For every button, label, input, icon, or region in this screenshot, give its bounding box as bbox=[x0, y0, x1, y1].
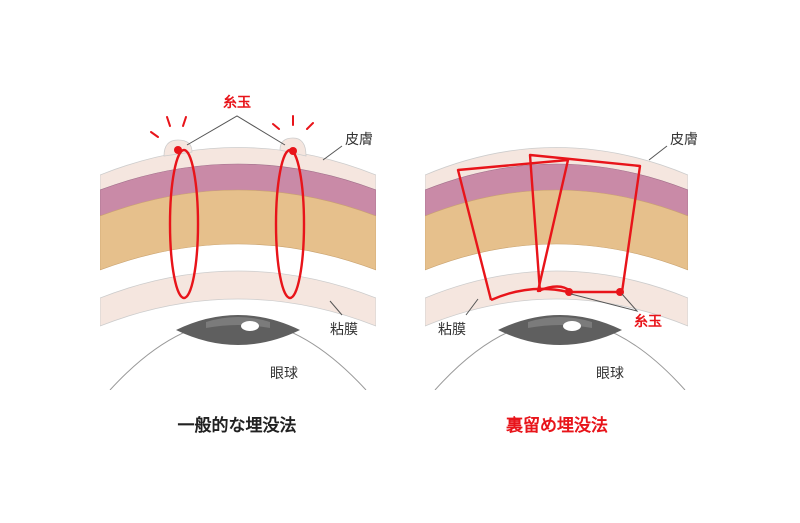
fat-layer bbox=[100, 189, 376, 271]
mucosa-label: 粘膜 bbox=[438, 322, 466, 338]
left-panel bbox=[100, 147, 376, 390]
knot-label: 糸玉 bbox=[223, 94, 251, 111]
fat-layer bbox=[425, 189, 688, 271]
knot-dot bbox=[565, 288, 573, 296]
mucosa-layer bbox=[100, 270, 376, 327]
labels: 糸玉 皮膚 粘膜 眼球 皮膚 粘膜 糸玉 眼球 一般的な埋没法 裏留め埋没法 bbox=[178, 94, 699, 436]
skin-label: 皮膚 bbox=[670, 132, 698, 148]
knot-dot bbox=[289, 147, 297, 155]
knot-dot bbox=[174, 146, 182, 154]
left-iris bbox=[176, 315, 300, 345]
suture-loop bbox=[490, 153, 642, 302]
suture-loop bbox=[168, 148, 200, 300]
eyeball-label: 眼球 bbox=[270, 366, 298, 382]
right-panel bbox=[425, 147, 688, 390]
right-caption: 裏留め埋没法 bbox=[505, 415, 608, 436]
skin-label: 皮膚 bbox=[345, 132, 373, 148]
right-iris bbox=[498, 315, 622, 345]
sparkle-rays bbox=[150, 115, 314, 138]
left-caption: 一般的な埋没法 bbox=[178, 415, 297, 436]
eyeball-label: 眼球 bbox=[596, 366, 624, 382]
leader-lines bbox=[465, 145, 668, 316]
knot-label: 糸玉 bbox=[634, 313, 662, 330]
leader-lines bbox=[186, 115, 343, 316]
mucosa-label: 粘膜 bbox=[330, 322, 358, 338]
